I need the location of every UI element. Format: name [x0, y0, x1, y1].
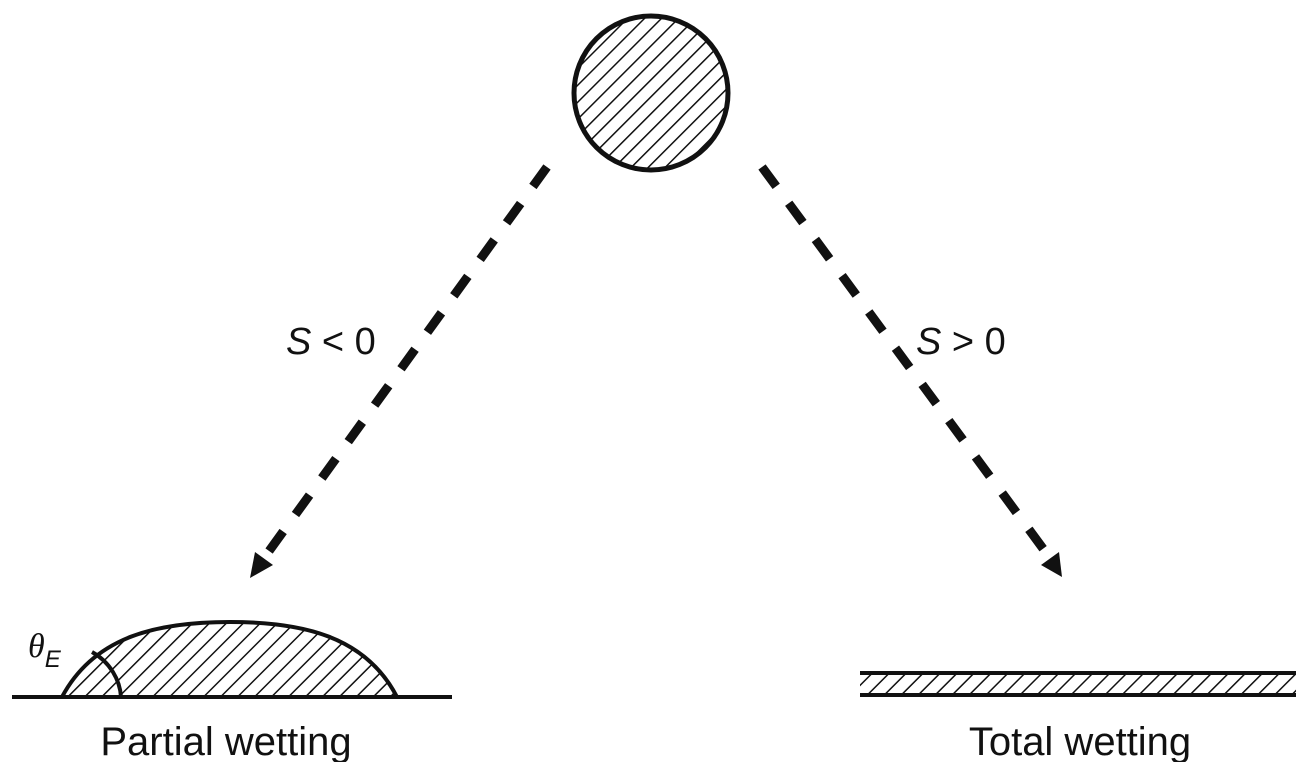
- right-condition-symbol: S: [916, 321, 941, 363]
- contact-angle-label: θE: [28, 628, 62, 673]
- partial-wetting-caption: Partial wetting: [100, 720, 351, 762]
- left-dashed-arrow: [250, 164, 551, 578]
- left-condition-label: S < 0: [286, 321, 376, 363]
- right-condition-label: S > 0: [916, 321, 1006, 363]
- left-condition-rest: < 0: [311, 321, 375, 363]
- right-dashed-arrow: [758, 164, 1062, 577]
- right-condition-rest: > 0: [941, 321, 1005, 363]
- total-wetting-caption: Total wetting: [969, 720, 1191, 762]
- total-wetting-film: [860, 671, 1296, 697]
- partial-wetting-drop: [58, 619, 401, 699]
- contact-angle-arc: [90, 650, 123, 698]
- top-droplet: [571, 13, 731, 173]
- left-condition-symbol: S: [286, 321, 311, 363]
- contact-angle-symbol: θ: [28, 628, 45, 665]
- contact-angle-subscript: E: [45, 646, 62, 673]
